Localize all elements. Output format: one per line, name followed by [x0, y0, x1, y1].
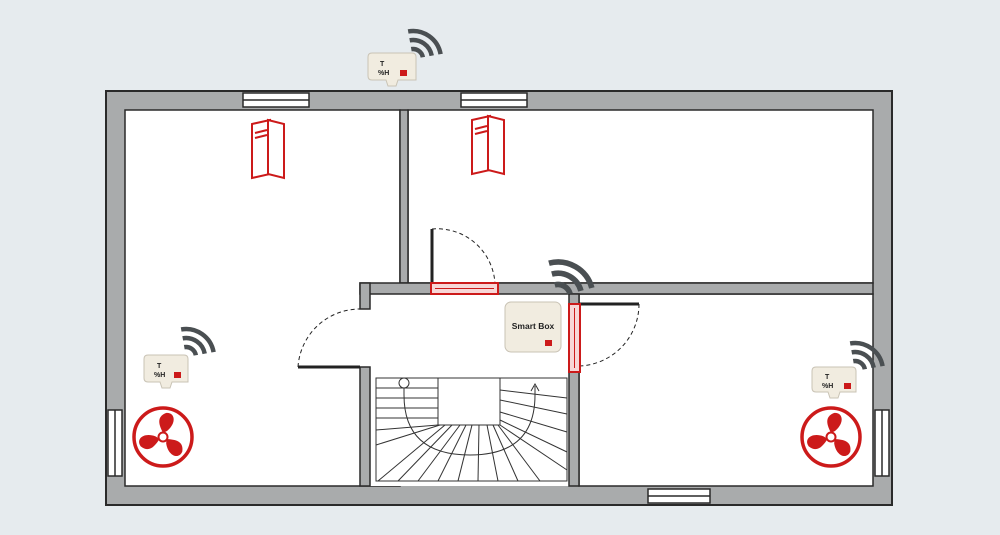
- sensor-top-label-t: T: [380, 61, 385, 68]
- window-air-inlet-icon: [251, 119, 285, 179]
- smart-box-icon: Smart Box: [504, 254, 592, 353]
- sensor-right-label-h: %H: [822, 383, 833, 390]
- temperature-humidity-sensor-left: T %H: [143, 325, 214, 389]
- door-top-middle: [430, 228, 496, 285]
- sensor-top-label-h: %H: [378, 70, 389, 77]
- stairwell: [370, 366, 569, 486]
- extractor-fan-icon: [132, 406, 194, 468]
- temperature-humidity-sensor-right: T %H: [811, 339, 883, 399]
- sensor-left-label-t: T: [157, 363, 162, 370]
- sensor-left-label-h: %H: [154, 372, 165, 379]
- door-right: [578, 302, 640, 367]
- staircase-icon: [375, 377, 568, 482]
- temperature-humidity-sensor-top: T %H: [367, 27, 441, 87]
- smart-box-label: Smart Box: [512, 321, 555, 331]
- door-left: [297, 308, 361, 369]
- extractor-fan-icon: [800, 406, 862, 468]
- door-grilles: [430, 282, 581, 373]
- sensor-right-label-t: T: [825, 374, 830, 381]
- windows: [107, 92, 890, 504]
- window-air-inlet-icon: [471, 115, 505, 175]
- doors: [297, 228, 640, 369]
